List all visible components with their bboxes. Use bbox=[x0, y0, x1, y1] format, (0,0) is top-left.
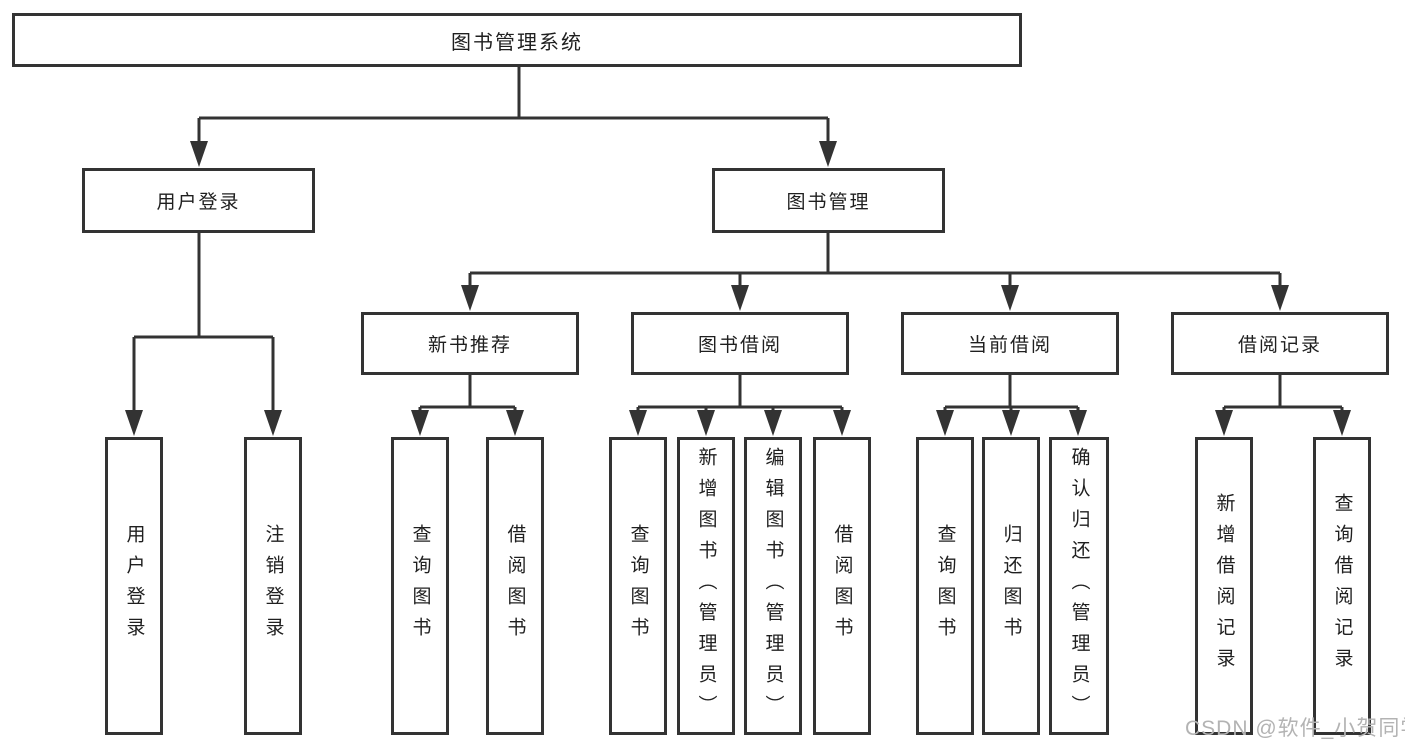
leaf-label: 新增借阅记录 bbox=[1213, 493, 1235, 679]
arrowhead-icon bbox=[1215, 410, 1233, 436]
csdn-watermark: CSDN @软件_小贺同学 bbox=[1185, 717, 1405, 740]
leaf-label: 编辑图书（管理员） bbox=[762, 446, 784, 726]
arrowhead-icon bbox=[1333, 410, 1351, 436]
leaf-label: 归还图书 bbox=[1000, 524, 1022, 648]
node-library-management-system: 图书管理系统 bbox=[12, 13, 1022, 67]
leaf-bb-add-book-admin: 新增图书（管理员） bbox=[677, 437, 735, 735]
leaf-cb-query-books: 查询图书 bbox=[916, 437, 974, 735]
leaf-label: 查询借阅记录 bbox=[1331, 493, 1353, 679]
leaf-nbr-borrow-books: 借阅图书 bbox=[486, 437, 544, 735]
leaf-user-login: 用户登录 bbox=[105, 437, 163, 735]
arrowhead-icon bbox=[1271, 285, 1289, 311]
leaf-logout: 注销登录 bbox=[244, 437, 302, 735]
arrowhead-icon bbox=[629, 410, 647, 436]
leaf-label: 查询图书 bbox=[627, 524, 649, 648]
arrowhead-icon bbox=[190, 141, 208, 167]
leaf-nbr-query-books: 查询图书 bbox=[391, 437, 449, 735]
leaf-label: 查询图书 bbox=[934, 524, 956, 648]
leaf-bb-edit-book-admin: 编辑图书（管理员） bbox=[744, 437, 802, 735]
leaf-label: 新增图书（管理员） bbox=[695, 446, 717, 726]
leaf-bb-borrow-books: 借阅图书 bbox=[813, 437, 871, 735]
node-current-borrowing: 当前借阅 bbox=[901, 312, 1119, 375]
arrowhead-icon bbox=[697, 410, 715, 436]
leaf-label: 用户登录 bbox=[123, 524, 145, 648]
arrowhead-icon bbox=[819, 141, 837, 167]
leaf-label: 借阅图书 bbox=[504, 524, 526, 648]
arrowheads bbox=[125, 141, 1351, 436]
leaf-bb-query-books: 查询图书 bbox=[609, 437, 667, 735]
leaf-br-add-borrow-record: 新增借阅记录 bbox=[1195, 437, 1253, 735]
arrowhead-icon bbox=[125, 410, 143, 436]
arrowhead-icon bbox=[764, 410, 782, 436]
arrowhead-icon bbox=[1001, 285, 1019, 311]
node-borrowing-records: 借阅记录 bbox=[1171, 312, 1389, 375]
arrowhead-icon bbox=[1069, 410, 1087, 436]
leaf-label: 注销登录 bbox=[262, 524, 284, 648]
leaf-br-query-borrow-record: 查询借阅记录 bbox=[1313, 437, 1371, 735]
node-user-login: 用户登录 bbox=[82, 168, 315, 233]
node-book-borrowing: 图书借阅 bbox=[631, 312, 849, 375]
leaf-label: 借阅图书 bbox=[831, 524, 853, 648]
leaf-label: 确认归还（管理员） bbox=[1068, 446, 1090, 726]
arrowhead-icon bbox=[1002, 410, 1020, 436]
node-book-management: 图书管理 bbox=[712, 168, 945, 233]
arrowhead-icon bbox=[936, 410, 954, 436]
node-new-book-recommendation: 新书推荐 bbox=[361, 312, 579, 375]
leaf-cb-return-books: 归还图书 bbox=[982, 437, 1040, 735]
arrowhead-icon bbox=[264, 410, 282, 436]
arrowhead-icon bbox=[731, 285, 749, 311]
arrowhead-icon bbox=[833, 410, 851, 436]
leaf-cb-confirm-return-admin: 确认归还（管理员） bbox=[1049, 437, 1109, 735]
arrowhead-icon bbox=[506, 410, 524, 436]
arrowhead-icon bbox=[461, 285, 479, 311]
leaf-label: 查询图书 bbox=[409, 524, 431, 648]
arrowhead-icon bbox=[411, 410, 429, 436]
